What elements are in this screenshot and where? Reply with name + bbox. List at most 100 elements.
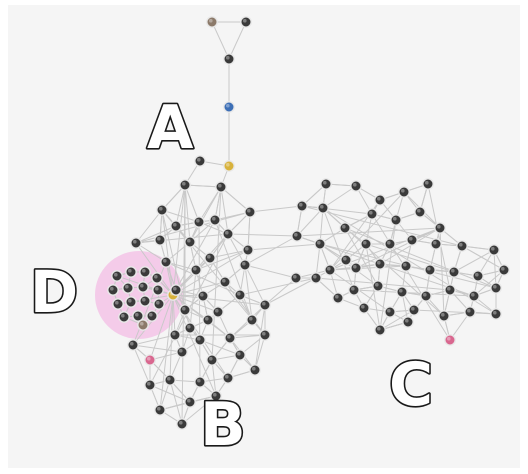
- graph-node: [385, 239, 395, 249]
- cluster-label-b: B: [200, 390, 246, 460]
- graph-node: [195, 377, 205, 387]
- graph-node: [180, 305, 190, 315]
- graph-node: [224, 102, 234, 112]
- graph-node: [445, 335, 455, 345]
- graph-node: [449, 267, 459, 277]
- graph-edge: [245, 265, 296, 278]
- graph-node: [375, 195, 385, 205]
- graph-node: [177, 419, 187, 429]
- graph-node: [321, 179, 331, 189]
- graph-node: [185, 237, 195, 247]
- graph-node: [341, 255, 351, 265]
- graph-node: [223, 229, 233, 239]
- graph-node: [361, 239, 371, 249]
- graph-node: [128, 340, 138, 350]
- graph-node: [318, 203, 328, 213]
- graph-node: [207, 17, 217, 27]
- graph-node: [457, 241, 467, 251]
- graph-node: [397, 287, 407, 297]
- graph-node: [241, 17, 251, 27]
- graph-node: [260, 330, 270, 340]
- cluster-label-c: C: [389, 350, 433, 420]
- graph-node: [154, 299, 164, 309]
- cluster-label-a: A: [147, 93, 194, 163]
- graph-node: [138, 320, 148, 330]
- graph-edge: [228, 234, 297, 236]
- graph-edge: [414, 310, 496, 314]
- graph-edge: [212, 22, 229, 59]
- graph-node: [145, 355, 155, 365]
- graph-node: [415, 207, 425, 217]
- graph-edge: [302, 206, 372, 214]
- graph-node: [113, 299, 123, 309]
- graph-node: [147, 311, 157, 321]
- graph-node: [171, 285, 181, 295]
- graph-node: [216, 182, 226, 192]
- graph-node: [165, 375, 175, 385]
- graph-node: [439, 311, 449, 321]
- graph-node: [325, 265, 335, 275]
- graph-node: [333, 293, 343, 303]
- graph-edge: [199, 222, 200, 382]
- graph-node: [240, 260, 250, 270]
- graph-node: [157, 205, 167, 215]
- graph-node: [491, 309, 501, 319]
- graph-node: [351, 263, 361, 273]
- graph-node: [260, 300, 270, 310]
- graph-node: [123, 283, 133, 293]
- graph-edge: [185, 185, 190, 242]
- graph-node: [349, 285, 359, 295]
- graph-node: [185, 323, 195, 333]
- graph-node: [359, 303, 369, 313]
- graph-node: [220, 277, 230, 287]
- graph-edge: [225, 282, 265, 335]
- graph-node: [423, 179, 433, 189]
- graph-node: [407, 235, 417, 245]
- graph-node: [177, 347, 187, 357]
- graph-node: [401, 261, 411, 271]
- graph-node: [473, 271, 483, 281]
- graph-node: [425, 265, 435, 275]
- graph-node: [351, 181, 361, 191]
- graph-node: [297, 201, 307, 211]
- graph-node: [140, 296, 150, 306]
- graph-node: [191, 265, 201, 275]
- graph-node: [375, 259, 385, 269]
- graph-node: [126, 267, 136, 277]
- graph-node: [140, 267, 150, 277]
- graph-node: [245, 207, 255, 217]
- graph-node: [435, 223, 445, 233]
- graph-node: [155, 405, 165, 415]
- graph-node: [340, 223, 350, 233]
- graph-node: [170, 330, 180, 340]
- graph-node: [431, 239, 441, 249]
- graph-node: [180, 180, 190, 190]
- graph-edge: [265, 278, 316, 305]
- graph-node: [225, 333, 235, 343]
- graph-node: [385, 307, 395, 317]
- graph-node: [210, 215, 220, 225]
- cluster-label-d: D: [30, 258, 78, 326]
- graph-node: [469, 291, 479, 301]
- graph-edge: [240, 278, 316, 295]
- graph-node: [223, 373, 233, 383]
- graph-node: [119, 312, 129, 322]
- graph-node: [465, 307, 475, 317]
- graph-node: [138, 282, 148, 292]
- graph-node: [499, 265, 509, 275]
- graph-node: [409, 305, 419, 315]
- graph-edge: [229, 22, 246, 59]
- graph-node: [491, 283, 501, 293]
- graph-node: [207, 355, 217, 365]
- graph-edge: [176, 185, 185, 226]
- graph-node: [311, 273, 321, 283]
- graph-edge: [190, 270, 196, 328]
- graph-node: [112, 271, 122, 281]
- graph-node: [195, 156, 205, 166]
- graph-node: [224, 161, 234, 171]
- graph-node: [155, 235, 165, 245]
- graph-node: [235, 290, 245, 300]
- graph-node: [145, 380, 155, 390]
- graph-node: [152, 273, 162, 283]
- graph-edge: [136, 234, 228, 243]
